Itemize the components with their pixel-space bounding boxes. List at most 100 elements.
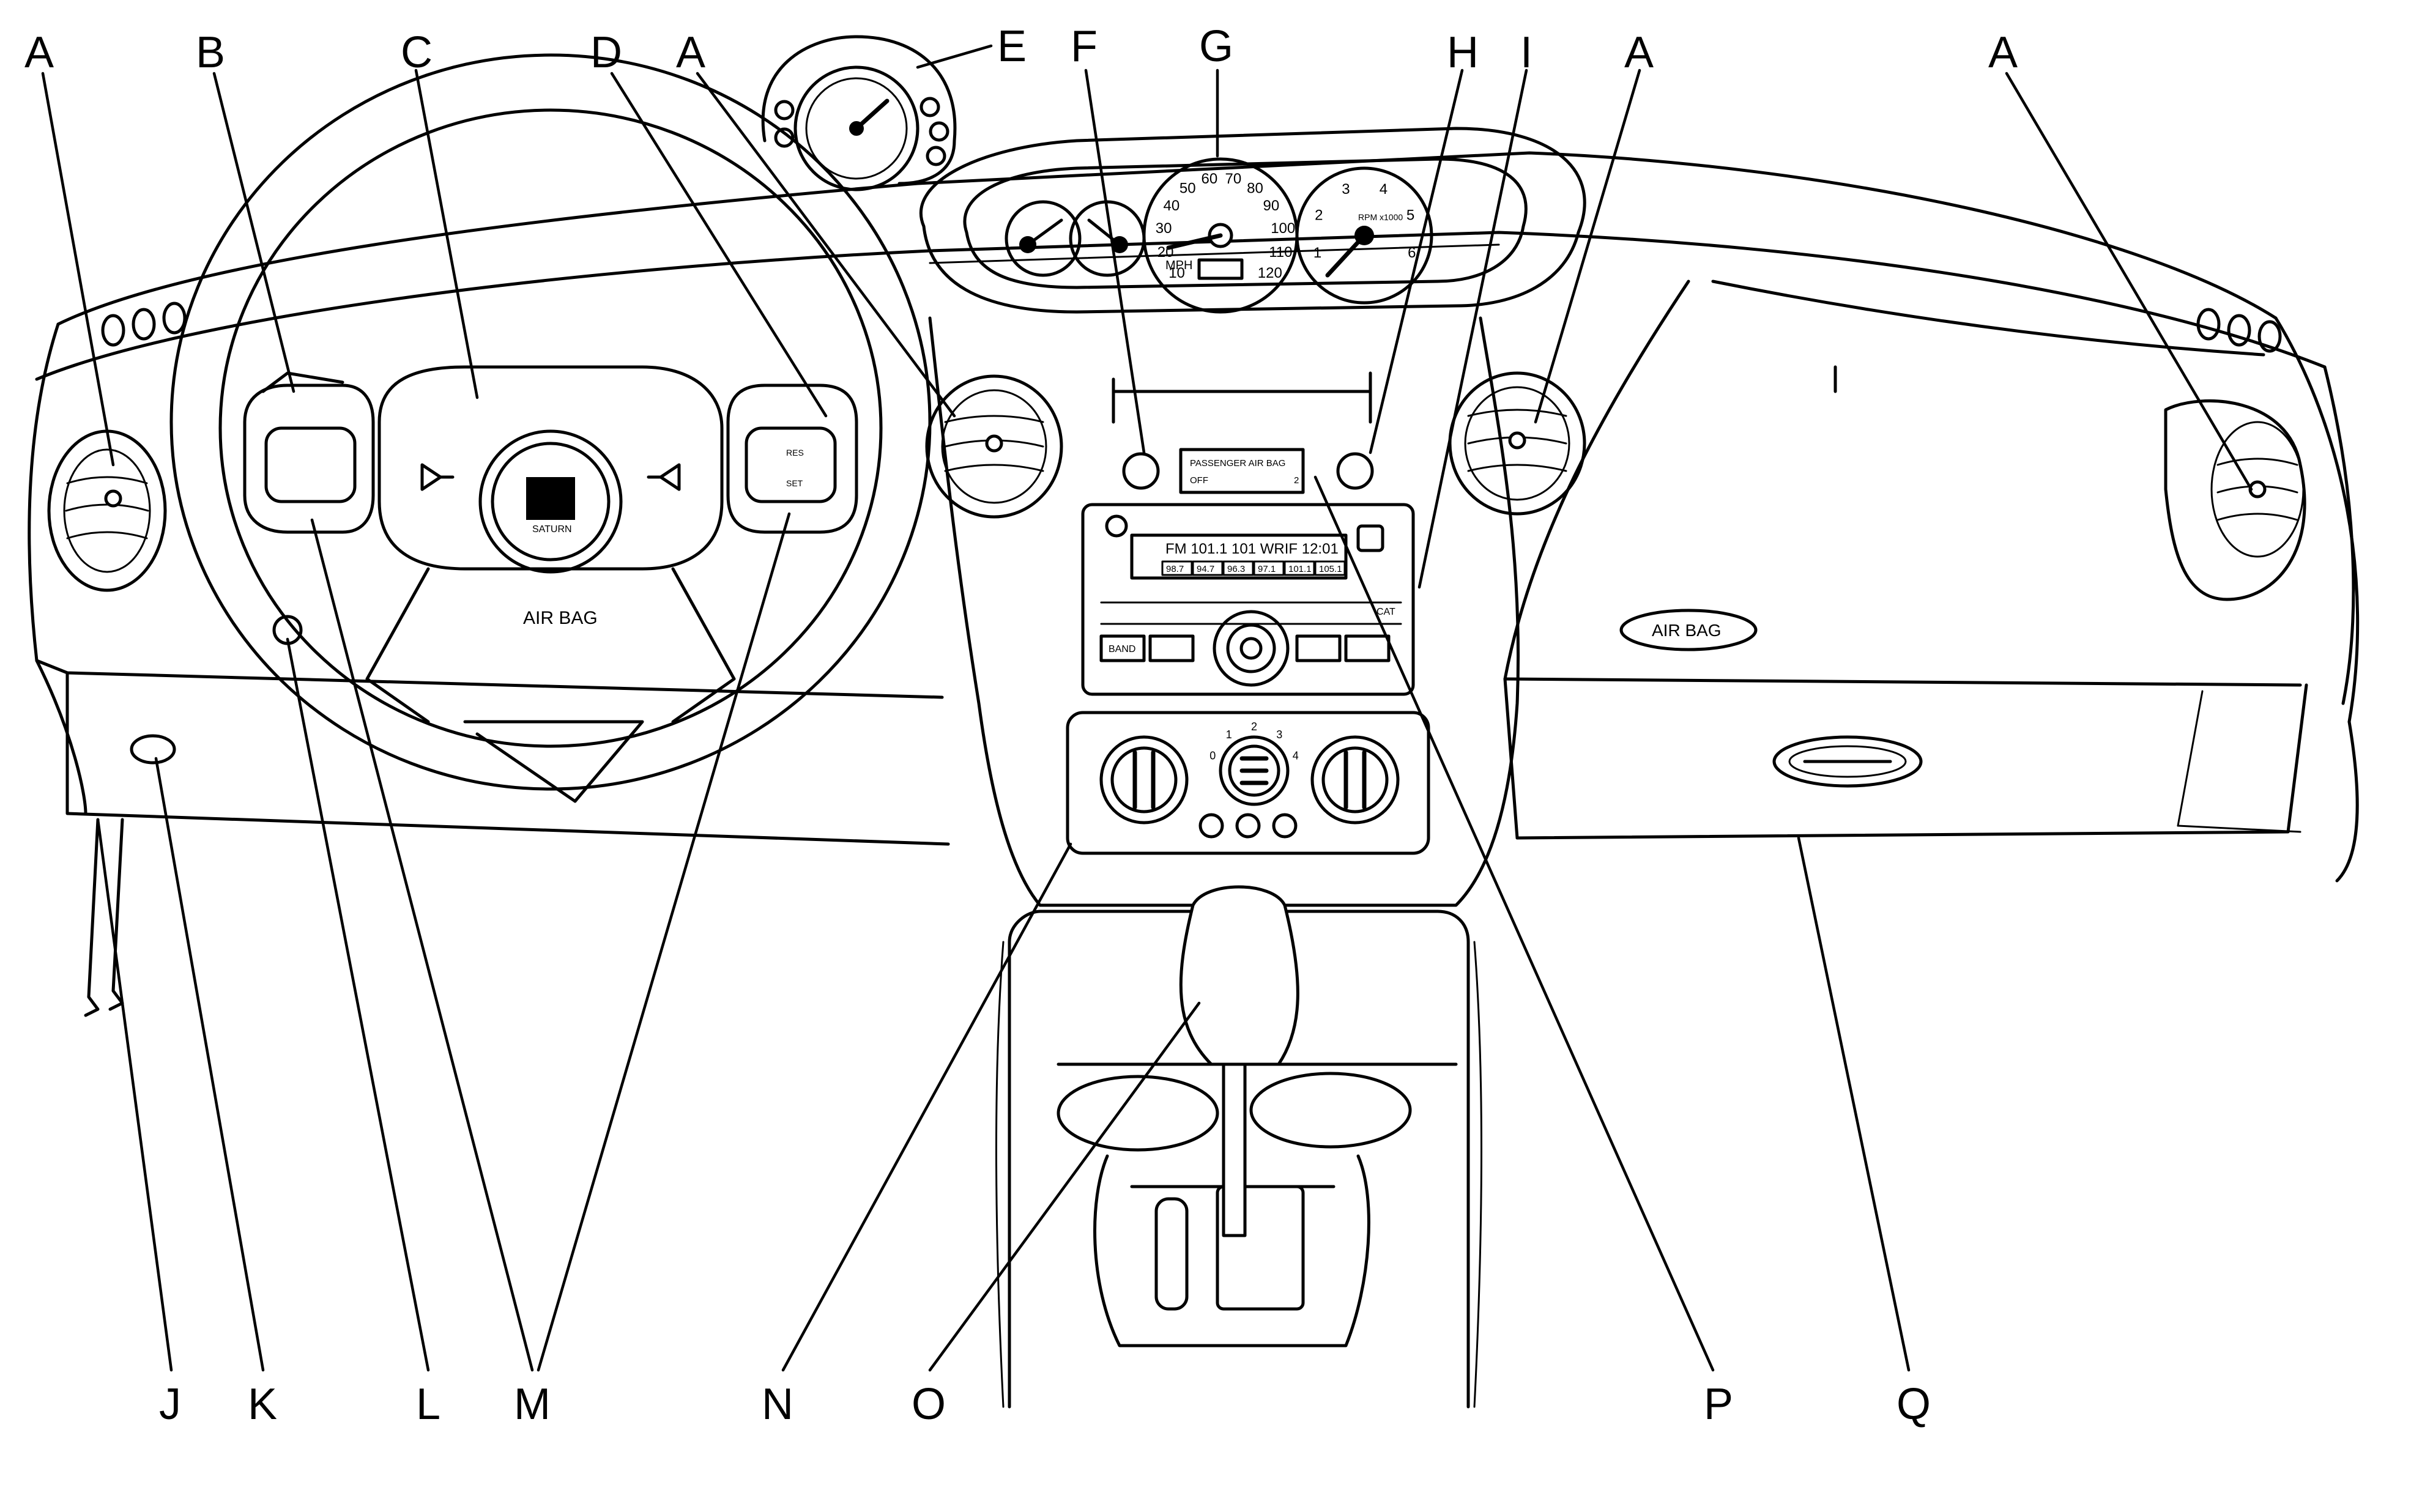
horn-icon-left <box>420 463 455 491</box>
hood-release-lever[interactable] <box>130 734 176 765</box>
air-outlet-center-left[interactable] <box>925 374 1063 519</box>
tachometer-number: 6 <box>1408 245 1416 261</box>
ac-button[interactable] <box>1235 813 1261 839</box>
callout-a-right: A <box>1988 28 2018 77</box>
right-center-button[interactable] <box>1336 452 1374 490</box>
air-outlet-left-side[interactable] <box>47 302 187 592</box>
passenger-airbag-status-indicator: PASSENGER AIR BAG OFF 2 <box>1179 448 1305 494</box>
dashboard-body <box>28 151 2360 883</box>
radio-preset-box[interactable] <box>1284 560 1315 576</box>
speedometer-number: 90 <box>1263 198 1280 214</box>
dash-airbag-text: AIR BAG <box>1652 621 1722 640</box>
radio-seek-back-button[interactable] <box>1148 634 1195 662</box>
radio-preset-label: 94.7 <box>1197 564 1214 574</box>
callout-labels: A B C D A E F G H I A A J K L M N O P Q <box>24 22 2018 1429</box>
radio-preset-box[interactable] <box>1253 560 1285 576</box>
radio-preset-label: 101.1 <box>1288 564 1312 574</box>
radio-eject-button[interactable] <box>1356 524 1384 552</box>
radio-skip-fwd-button[interactable] <box>1344 634 1391 662</box>
mph-label: MPH <box>1165 259 1192 272</box>
cruise-button-right[interactable] <box>745 426 837 503</box>
radio-preset-box[interactable] <box>1222 560 1254 576</box>
fan-speed-number: 4 <box>1293 749 1299 762</box>
tachometer-number: 3 <box>1342 181 1350 198</box>
callout-n: N <box>762 1380 793 1429</box>
rpm-label: RPM x1000 <box>1358 212 1403 222</box>
callout-l: L <box>416 1380 440 1429</box>
air-outlet-right-side[interactable] <box>2164 308 2306 601</box>
radio-power-icon[interactable] <box>1105 514 1128 538</box>
passenger-airbag-number: 2 <box>1294 475 1299 486</box>
console <box>1008 885 1470 1409</box>
callout-a-center-right: A <box>1624 28 1654 77</box>
speedometer-number: 30 <box>1156 220 1172 237</box>
callout-h: H <box>1447 28 1479 77</box>
callout-a-left: A <box>24 28 54 77</box>
callout-leader-lines <box>41 44 2253 1408</box>
radio-preset-box[interactable] <box>1192 560 1224 576</box>
cruise-set-label: SET <box>786 478 803 488</box>
steering-wheel: SATURN AIR BAG RES SET <box>169 53 932 803</box>
cruise-res-label: RES <box>786 448 804 458</box>
callout-m: M <box>514 1380 551 1429</box>
saturn-logo-text: SATURN <box>532 524 572 535</box>
fan-speed-knob[interactable] <box>1219 735 1290 806</box>
callout-p: P <box>1704 1380 1733 1429</box>
passenger-airbag-off: OFF <box>1190 475 1208 486</box>
tachometer-number: 4 <box>1380 181 1388 198</box>
speedometer-number: 10 <box>1168 265 1185 281</box>
cupholder-left <box>1057 1075 1219 1152</box>
tachometer-number: 2 <box>1315 207 1323 224</box>
radio-band-button[interactable] <box>1099 634 1146 662</box>
callout-e: E <box>997 22 1027 71</box>
callout-k: K <box>248 1380 277 1429</box>
air-outlet-center-right[interactable] <box>1448 371 1586 516</box>
tachometer-number: 1 <box>1313 245 1321 261</box>
tachometer: RPM x1000 1 2 3 4 5 6 <box>1295 166 1433 305</box>
radio-band-label: BAND <box>1109 644 1135 654</box>
rear-defrost-button[interactable] <box>1198 813 1224 839</box>
cupholder-right <box>1249 1072 1412 1149</box>
speedometer-number: 110 <box>1269 244 1292 261</box>
radio-seek-fwd-button[interactable] <box>1295 634 1342 662</box>
speedometer-number: 40 <box>1164 198 1180 214</box>
lower-left-controls <box>84 615 303 1017</box>
wheel-airbag-label: AIR BAG <box>523 608 598 628</box>
fan-speed-number: 0 <box>1209 749 1216 762</box>
left-center-button[interactable] <box>1122 452 1160 490</box>
radio-preset-label: 98.7 <box>1166 564 1184 574</box>
callout-o: O <box>912 1380 946 1429</box>
radio-preset-box[interactable] <box>1161 560 1193 576</box>
air-delivery-knob[interactable] <box>1310 735 1400 825</box>
accessory-gauge-pod <box>761 35 957 191</box>
recirculation-button[interactable] <box>1272 813 1298 839</box>
fan-speed-number: 2 <box>1251 721 1257 733</box>
tachometer-number: 5 <box>1406 207 1414 224</box>
speedometer-number: 80 <box>1247 180 1263 197</box>
temperature-knob[interactable] <box>1099 735 1189 825</box>
radio-preset-box[interactable] <box>1314 560 1346 576</box>
callout-j: J <box>159 1380 181 1429</box>
callout-f: F <box>1071 22 1098 71</box>
cruise-button-left[interactable] <box>264 426 357 503</box>
callout-c: C <box>401 28 433 77</box>
callout-g: G <box>1199 22 1233 71</box>
passenger-airbag-title: PASSENGER AIR BAG <box>1190 458 1285 469</box>
speedometer-number: 70 <box>1225 171 1242 187</box>
horn-icon-right <box>647 463 681 491</box>
glove-box-handle[interactable] <box>1772 735 1923 788</box>
callout-a-center-left: A <box>676 28 705 77</box>
speedometer-number: 50 <box>1179 180 1196 197</box>
shift-lever[interactable] <box>1179 885 1299 1066</box>
radio-display <box>1130 533 1348 580</box>
radio-preset-label: 96.3 <box>1227 564 1245 574</box>
radio-preset-label: 105.1 <box>1319 564 1342 574</box>
speedometer-number: 20 <box>1157 244 1174 261</box>
radio-volume-knob[interactable] <box>1213 610 1290 687</box>
